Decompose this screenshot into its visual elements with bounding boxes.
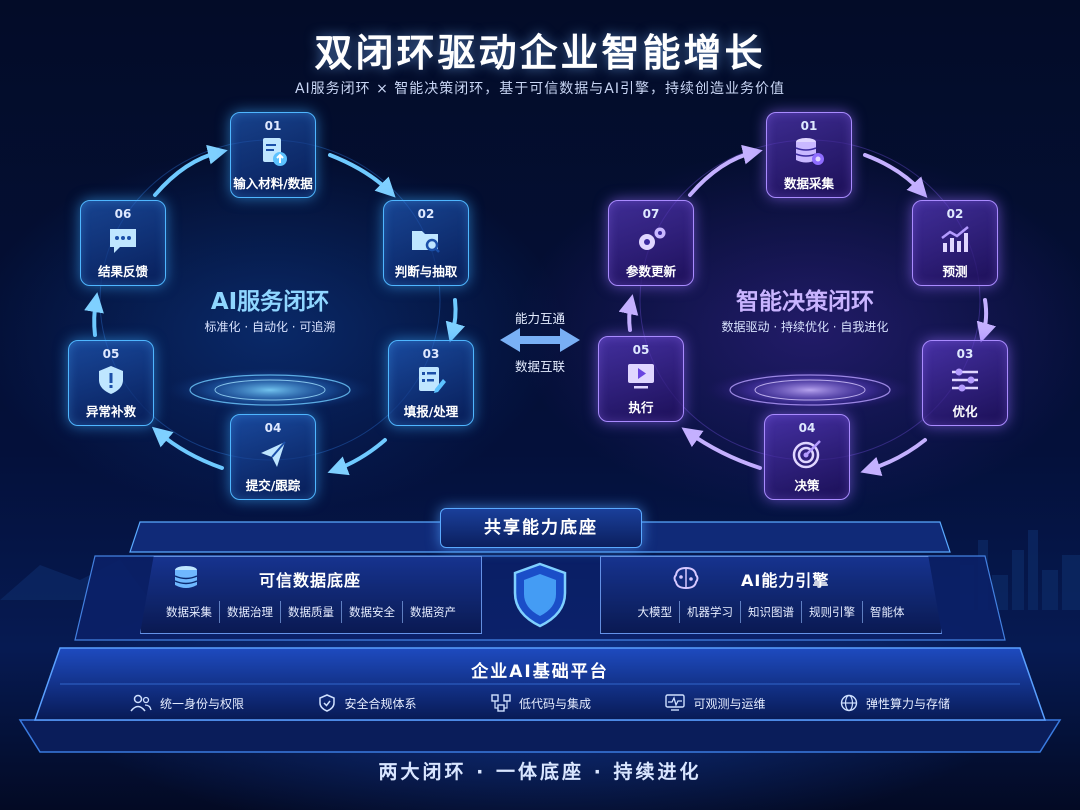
database-icon [174,566,198,588]
ai-engine-item: 大模型 [637,605,673,619]
platform-feature: 低代码与集成 [491,694,591,712]
send-icon [261,441,286,467]
platform-feature: 安全合规体系 [318,694,417,712]
right-loop-title: 智能决策闭环 [736,289,874,315]
right-node-05[interactable]: 05 执行 [598,336,684,422]
platform-title: 企业AI基础平台 [471,662,609,682]
trusted-data-item: 数据资产 [402,601,463,623]
ai-engine-title: AI能力引擎 [741,571,830,590]
ai-engine-item: 规则引擎 [801,601,862,623]
right-node-07[interactable]: 07 参数更新 [608,200,694,286]
trusted-data-items: 数据采集 数据治理 数据质量 数据安全 数据资产 [141,601,481,623]
trusted-data-item: 数据安全 [341,601,402,623]
page-subtitle: AI服务闭环 × 智能决策闭环，基于可信数据与AI引擎，持续创造业务价值 [294,81,786,97]
form-edit-icon [419,367,446,393]
ai-engine-item: 机器学习 [679,601,740,623]
bridge-label-bottom: 数据互联 [514,359,565,374]
ai-engine-panel: AI能力引擎 大模型 机器学习 知识图谱 规则引擎 智能体 [600,556,942,634]
left-node-01[interactable]: 01 输入材料/数据 [230,112,316,198]
left-node-05[interactable]: 05 异常补救 [68,340,154,426]
shield-alert-icon [99,366,123,394]
page-title: 双闭环驱动企业智能增长 [314,31,766,75]
right-node-01[interactable]: 01 数据采集 [766,112,852,198]
trusted-data-item: 数据采集 [166,605,212,619]
platform-features: 统一身份与权限 安全合规体系 低代码与集成 可观测与运维 弹性算力与存储 [130,694,950,712]
ai-engine-item: 智能体 [862,601,912,623]
right-loop-arrows [618,144,996,476]
left-node-06[interactable]: 06 结果反馈 [80,200,166,286]
trusted-data-item: 数据质量 [280,601,341,623]
ai-engine-item: 知识图谱 [740,601,801,623]
platform-feature: 弹性算力与存储 [840,694,950,712]
monitor-pulse-icon [665,694,686,711]
platform-feature: 统一身份与权限 [130,694,244,712]
left-node-03[interactable]: 03 填报/处理 [388,340,474,426]
shield-check-icon [319,694,336,712]
document-upload-icon [263,138,287,166]
right-node-02[interactable]: 02 预测 [912,200,998,286]
sliders-icon [952,368,978,392]
globe-icon [840,694,858,712]
trusted-data-item: 数据治理 [219,601,280,623]
flow-blocks-icon [491,694,511,712]
right-loop-tagline: 数据驱动 · 持续优化 · 自我进化 [721,320,889,334]
shared-base-banner: 共享能力底座 [440,508,642,548]
platform-feature: 可观测与运维 [665,694,765,712]
folder-search-icon [412,231,440,253]
brain-icon [673,566,699,590]
chat-icon [110,229,136,253]
left-node-02[interactable]: 02 判断与抽取 [383,200,469,286]
bridge-label-top: 能力互通 [514,311,565,326]
right-node-03[interactable]: 03 优化 [922,340,1008,426]
trusted-data-panel: 可信数据底座 数据采集 数据治理 数据质量 数据安全 数据资产 [140,556,482,634]
left-loop-arrows [84,144,465,476]
right-node-04[interactable]: 04 决策 [764,414,850,500]
footer-slogan: 两大闭环 · 一体底座 · 持续进化 [378,761,702,783]
left-loop-title: AI服务闭环 [210,289,330,315]
bridge-arrow [500,328,580,352]
left-node-04[interactable]: 04 提交/跟踪 [230,414,316,500]
chart-trend-icon [941,226,969,252]
center-shield-icon [513,562,567,628]
ai-engine-items: 大模型 机器学习 知识图谱 规则引擎 智能体 [601,601,941,623]
play-screen-icon [628,364,654,389]
trusted-data-title: 可信数据底座 [259,571,362,590]
target-icon [792,440,821,469]
gears-icon [639,227,666,250]
database-gear-icon [795,138,824,165]
users-icon [130,694,152,712]
left-loop-tagline: 标准化 · 自动化 · 可追溯 [204,320,336,334]
